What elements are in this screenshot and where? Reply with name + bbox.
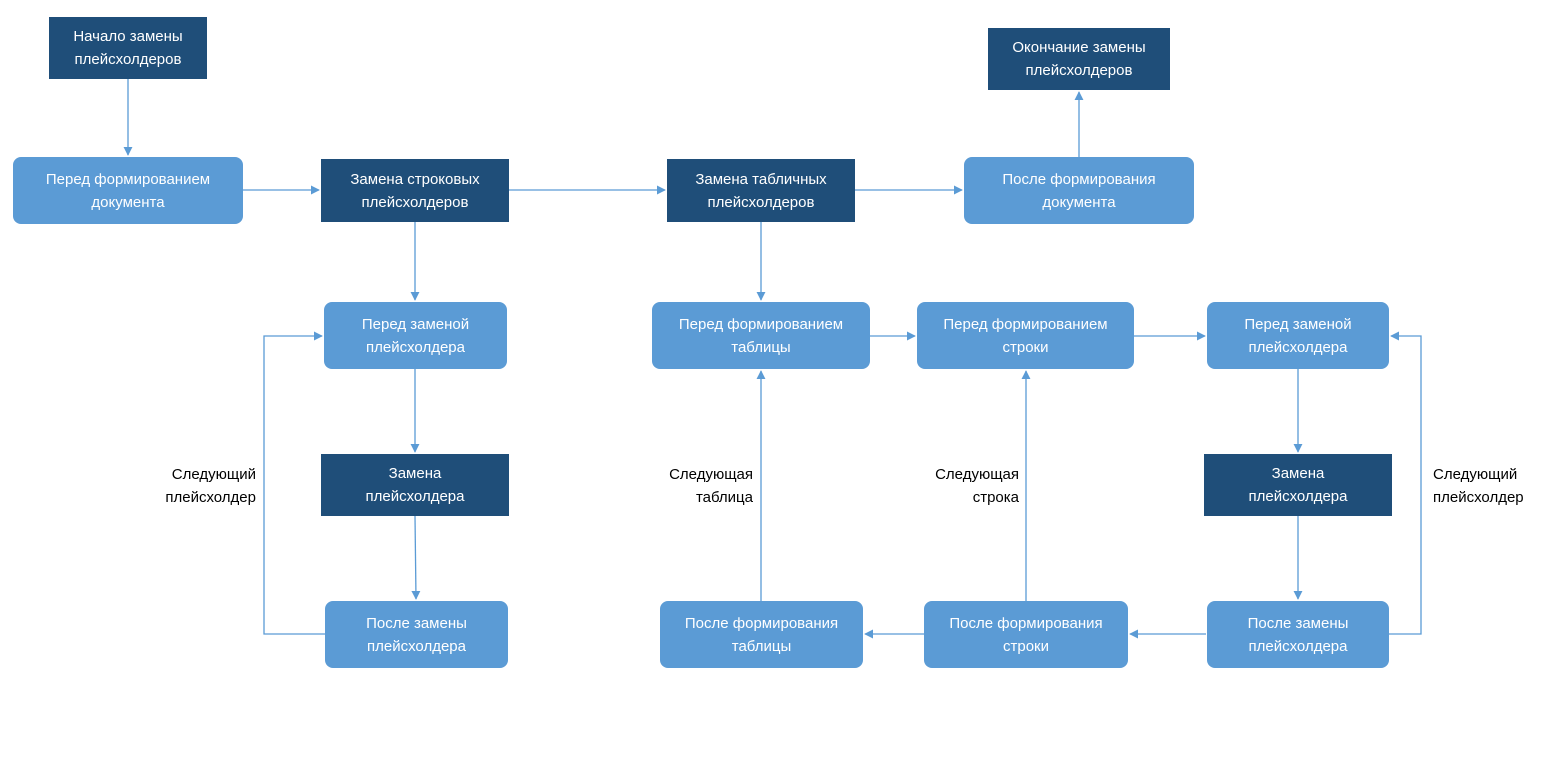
node-before-document-label: Перед формированием документа [45,170,211,211]
edge-next-placeholder-right-loop [1388,331,1422,635]
node-before-placeholder-left-label: Перед заменой плейсхолдера [361,315,470,356]
node-after-placeholder-left-label: После замены плейсхолдера [366,614,467,655]
node-end[interactable]: Окончание замены плейсхолдеров [988,28,1170,90]
node-after-row-label: После формирования строки [949,614,1103,655]
node-after-placeholder-left[interactable]: После замены плейсхолдера [325,601,508,668]
node-start-label: Начало замены плейсхолдеров [73,28,183,68]
node-after-placeholder-right-label: После замены плейсхолдера [1247,614,1349,655]
node-before-row-label: Перед формированием строки [943,315,1108,356]
node-table-placeholders-replace-label: Замена табличных плейсхолдеров [695,170,827,211]
node-before-table-label: Перед формированием таблицы [678,315,844,356]
node-replace-placeholder-right-label: Замена плейсхолдера [1248,465,1348,505]
edge-label-next-row: Следующая строка [935,466,1019,506]
node-after-placeholder-right[interactable]: После замены плейсхолдера [1207,601,1389,668]
node-after-document-label: После формирования документа [1002,170,1156,211]
edge-next-placeholder-left-loop [263,331,325,635]
node-replace-placeholder-left[interactable]: Замена плейсхолдера [321,454,509,516]
node-before-document[interactable]: Перед формированием документа [13,157,243,224]
edge-replace-ph-left-to-after-ph-left [411,515,421,600]
node-replace-placeholder-left-label: Замена плейсхолдера [365,465,465,505]
node-before-placeholder-right[interactable]: Перед заменой плейсхолдера [1207,302,1389,369]
node-after-row[interactable]: После формирования строки [924,601,1128,668]
node-before-placeholder-left[interactable]: Перед заменой плейсхолдера [324,302,507,369]
edge-label-next-placeholder-right: Следующий плейсхолдер [1433,466,1524,506]
node-before-table[interactable]: Перед формированием таблицы [652,302,870,369]
node-before-row[interactable]: Перед формированием строки [917,302,1134,369]
node-string-placeholders-replace[interactable]: Замена строковых плейсхолдеров [321,159,509,222]
node-start[interactable]: Начало замены плейсхолдеров [49,17,207,79]
node-after-table[interactable]: После формирования таблицы [660,601,863,668]
node-string-placeholders-replace-label: Замена строковых плейсхолдеров [350,170,480,211]
node-table-placeholders-replace[interactable]: Замена табличных плейсхолдеров [667,159,855,222]
node-before-placeholder-right-label: Перед заменой плейсхолдера [1244,315,1352,356]
edge-label-next-placeholder-left: Следующий плейсхолдер [165,466,256,506]
node-end-label: Окончание замены плейсхолдеров [1012,39,1146,79]
edge-label-next-table: Следующая таблица [669,466,753,506]
node-after-document[interactable]: После формирования документа [964,157,1194,224]
node-after-table-label: После формирования таблицы [684,614,839,655]
node-replace-placeholder-right[interactable]: Замена плейсхолдера [1204,454,1392,516]
